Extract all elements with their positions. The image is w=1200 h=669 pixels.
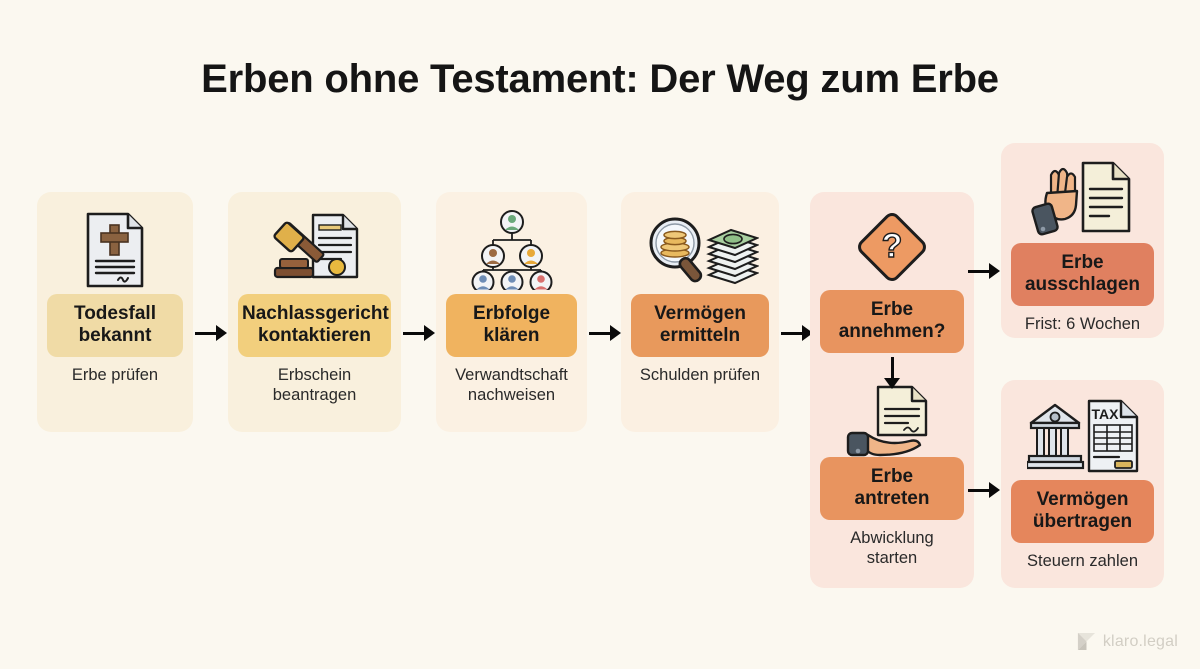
step-icon-area: ? xyxy=(816,204,968,290)
step-label-band: Erbfolge klären xyxy=(446,294,577,358)
step-label2-line1: Erbe xyxy=(870,466,914,488)
death-certificate-icon xyxy=(86,212,144,288)
step-icon-area xyxy=(1007,155,1158,243)
arrow-head xyxy=(610,325,621,341)
step-subtitle: Frist: 6 Wochen xyxy=(1021,306,1144,335)
gavel-certificate-icon xyxy=(272,213,358,279)
bank-tax-form-icon: TAX xyxy=(1026,399,1138,473)
step-subtitle-line1: Erbschein xyxy=(277,366,352,385)
step-subtitle: Erbe prüfen xyxy=(68,357,162,386)
arrow-shaft xyxy=(968,269,990,273)
flow-arrow-to-ausschlagen xyxy=(968,258,1000,284)
step-label-band: Erbe annehmen? xyxy=(820,290,964,354)
step-label2-line2: antreten xyxy=(854,488,930,510)
flow-arrow-annehmen-to-antreten xyxy=(879,357,905,389)
arrow-head xyxy=(424,325,435,341)
step-label-band: Todesfall bekannt xyxy=(47,294,183,358)
step-card-erbfolge[interactable]: Erbfolge klären Verwandtschaft nachweise… xyxy=(436,192,587,432)
magnifier-coins-banknotes-icon xyxy=(649,217,759,285)
step-label-line2: übertragen xyxy=(1032,511,1133,533)
flow-arrow-2-to-3 xyxy=(403,320,435,346)
step-label-line1: Vermögen xyxy=(1036,489,1129,510)
step-card-vermoegen-ermitteln[interactable]: Vermögen ermitteln Schulden prüfen xyxy=(621,192,779,432)
flow-arrow-to-uebertragen xyxy=(968,477,1000,503)
arrow-head xyxy=(989,263,1000,279)
watermark-text: klaro.legal xyxy=(1102,632,1178,650)
arrow-shaft xyxy=(195,331,217,335)
step-card-vermoegen-uebertragen[interactable]: TAX Vermögen übertragen Steuern zahlen xyxy=(1001,380,1164,588)
step-card-erbe-ausschlagen[interactable]: Erbe ausschlagen Frist: 6 Wochen xyxy=(1001,143,1164,338)
step-subtitle-line2: nachweisen xyxy=(467,385,556,404)
flow-arrow-1-to-2 xyxy=(195,320,227,346)
step-label-band: Erbe ausschlagen xyxy=(1011,243,1154,307)
step-icon-area xyxy=(442,206,581,294)
svg-text:TAX: TAX xyxy=(1091,406,1119,422)
step-label-line2: klären xyxy=(483,325,540,347)
step-subtitle-line1: Verwandtschaft xyxy=(455,366,568,385)
flow-arrow-3-to-4 xyxy=(589,320,621,346)
step-card-nachlassgericht[interactable]: Nachlassgericht kontaktieren Erbschein b… xyxy=(228,192,401,432)
step-subtitle-line1: Erbe prüfen xyxy=(71,366,159,385)
flow-arrow-4-to-5 xyxy=(781,320,813,346)
step-label-line2: bekannt xyxy=(78,325,152,347)
step-subtitle: Abwicklung starten xyxy=(846,520,937,569)
step-subtitle: Steuern zahlen xyxy=(1023,543,1142,572)
step-label-line2: ausschlagen xyxy=(1024,274,1141,296)
family-tree-icon xyxy=(471,210,552,290)
step-label-line1: Vermögen xyxy=(654,303,746,324)
step-subtitle-line2: beantragen xyxy=(272,385,357,404)
step-subtitle-line1: Abwicklung xyxy=(850,529,934,548)
arrow-shaft xyxy=(589,331,611,335)
step-label-line1: Erbfolge xyxy=(472,303,551,324)
step-card-todesfall[interactable]: Todesfall bekannt Erbe prüfen xyxy=(37,192,193,432)
step-label-line2: ermitteln xyxy=(659,325,741,347)
step-subtitle-line1: Schulden prüfen xyxy=(639,366,761,385)
step-subtitle-line1: Steuern zahlen xyxy=(1027,552,1138,571)
question-diamond-icon: ? xyxy=(858,213,926,281)
step-label-line1: Todesfall xyxy=(74,303,156,324)
step-subtitle-line1: Frist: 6 Wochen xyxy=(1024,315,1141,334)
step-label-band: Vermögen ermitteln xyxy=(631,294,769,358)
step-label-line1: Nachlassgericht xyxy=(242,303,389,324)
klaro-triangle-logo xyxy=(1077,632,1095,651)
step-icon-area xyxy=(43,206,187,294)
step-label-line2: annehmen? xyxy=(838,321,946,343)
arrow-head xyxy=(989,482,1000,498)
arrow-shaft xyxy=(781,331,803,335)
step-subtitle-line2: starten xyxy=(866,548,918,567)
step-label-line2: kontaktieren xyxy=(258,325,371,347)
step-icon-area-secondary xyxy=(816,353,968,457)
step-card-erbe-annehmen[interactable]: ? Erbe annehmen? Erbe antreten Abwicklun… xyxy=(810,192,974,588)
step-subtitle: Erbschein beantragen xyxy=(269,357,361,406)
step-label-line1: Erbe xyxy=(1061,252,1104,273)
svg-text:?: ? xyxy=(882,227,903,265)
step-icon-area: TAX xyxy=(1007,392,1158,480)
hand-holding-document-icon xyxy=(846,385,928,457)
page-title: Erben ohne Testament: Der Weg zum Erbe xyxy=(201,57,999,101)
arrow-head xyxy=(884,378,900,389)
arrow-shaft xyxy=(403,331,425,335)
step-label-band-secondary: Erbe antreten xyxy=(820,457,964,521)
arrow-head xyxy=(216,325,227,341)
watermark: klaro.legal xyxy=(1077,632,1178,651)
arrow-head xyxy=(802,325,813,341)
arrow-shaft xyxy=(968,488,990,492)
step-label-band: Vermögen übertragen xyxy=(1011,480,1154,544)
step-subtitle: Verwandtschaft nachweisen xyxy=(451,357,572,406)
arrow-shaft xyxy=(890,357,894,379)
step-icon-area xyxy=(234,206,395,294)
stop-hand-document-icon xyxy=(1030,161,1130,236)
step-label-line1: Erbe xyxy=(870,299,914,320)
step-subtitle: Schulden prüfen xyxy=(636,357,764,386)
step-icon-area xyxy=(627,206,773,294)
step-label-band: Nachlassgericht kontaktieren xyxy=(238,294,391,358)
